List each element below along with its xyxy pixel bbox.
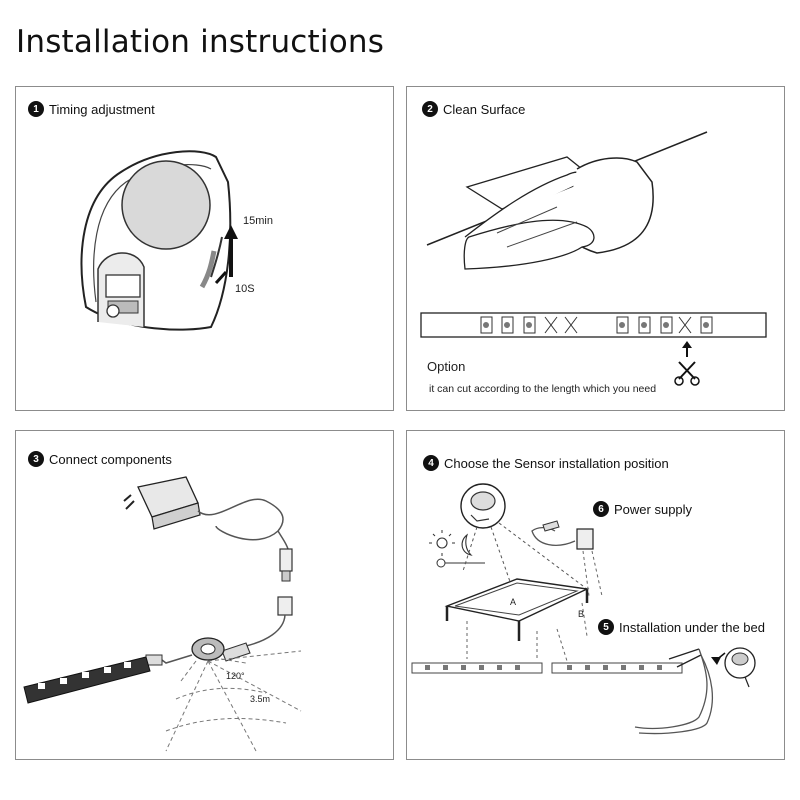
- sensor-icon: [460, 483, 506, 529]
- option-label: Option: [427, 359, 466, 374]
- step-title: Installation under the bed: [619, 619, 765, 635]
- position-a-label: A: [510, 597, 517, 607]
- step-number-badge: 5: [598, 619, 614, 635]
- bed-frame-icon: [444, 578, 590, 641]
- page-title: Installation instructions: [16, 24, 385, 60]
- power-supply-icon: [531, 520, 594, 550]
- step-number-badge: 1: [28, 101, 44, 117]
- scissors-icon: [674, 361, 700, 386]
- step-heading: 3 Connect components: [28, 451, 172, 467]
- wiring-illustration: [23, 476, 302, 752]
- under-bed-heading: 5 Installation under the bed: [598, 619, 765, 635]
- panel-sensor-position: 4 Choose the Sensor installation positio…: [406, 430, 785, 760]
- position-b-label: B: [578, 609, 585, 619]
- power-supply-heading: 6 Power supply: [593, 501, 692, 517]
- step-title: Power supply: [614, 501, 693, 517]
- panel-clean-surface: 2 Clean Surface Option it can cut a: [406, 86, 785, 411]
- step-title: Connect components: [49, 451, 172, 467]
- step-number-badge: 4: [423, 455, 439, 471]
- detection-range-label: 3.5m: [250, 694, 271, 704]
- step-number-badge: 3: [28, 451, 44, 467]
- step-number-badge: 6: [593, 501, 609, 517]
- step-heading: 4 Choose the Sensor installation positio…: [423, 455, 669, 471]
- step-title: Timing adjustment: [49, 101, 155, 117]
- sensor-icon-small: [436, 558, 485, 568]
- moon-icon: [461, 533, 473, 556]
- step-heading: 2 Clean Surface: [422, 101, 525, 117]
- bed-placement-illustration: [411, 483, 756, 735]
- sun-icon: [429, 530, 455, 556]
- wiping-hand-illustration: [420, 131, 767, 386]
- step-title: Choose the Sensor installation position: [444, 455, 669, 471]
- step-heading: 1 Timing adjustment: [28, 101, 155, 117]
- detection-angle-label: 120°: [226, 671, 245, 681]
- cut-length-note: it can cut according to the length which…: [429, 383, 657, 395]
- step-title: Clean Surface: [443, 101, 526, 117]
- timer-max-label: 15min: [243, 215, 273, 227]
- sensor-device-illustration: [80, 150, 238, 331]
- panel-connect-components: 3 Connect components 120° 3.5m: [15, 430, 394, 760]
- panel-timing-adjustment: 1 Timing adjustment 15min 10S: [15, 86, 394, 411]
- under-bed-wiring-icon: [634, 647, 756, 735]
- step-number-badge: 2: [422, 101, 438, 117]
- timer-min-label: 10S: [235, 283, 255, 295]
- power-adapter-icon: [123, 476, 201, 530]
